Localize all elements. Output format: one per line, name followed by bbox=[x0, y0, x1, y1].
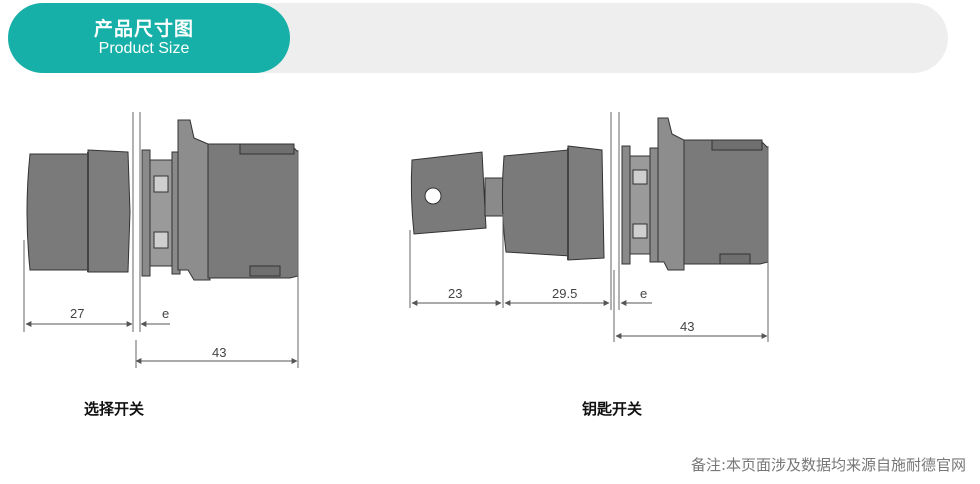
dimension-label: e bbox=[162, 306, 169, 321]
diagram-caption-key-switch: 钥匙开关 bbox=[582, 400, 643, 418]
dimension-label: 29.5 bbox=[552, 286, 577, 301]
dimension-label: 23 bbox=[448, 286, 462, 301]
dimension-label: 43 bbox=[680, 319, 694, 334]
key-switch-dimensions bbox=[411, 300, 768, 339]
selector-switch-drawing bbox=[23, 112, 299, 368]
selector-switch-dimensions bbox=[25, 321, 298, 368]
dimension-label: 27 bbox=[70, 306, 84, 321]
dimension-label: 43 bbox=[212, 345, 226, 360]
section-subtitle: Product Size bbox=[98, 40, 190, 57]
dimension-label: e bbox=[640, 286, 647, 301]
section-title-pill: 产品尺寸图 Product Size bbox=[8, 3, 290, 73]
key-switch-drawing bbox=[409, 112, 769, 342]
diagram-caption-selector-switch: 选择开关 bbox=[84, 400, 145, 418]
source-note: 备注:本页面涉及数据均来源自施耐德官网 bbox=[690, 456, 966, 474]
section-title: 产品尺寸图 bbox=[93, 18, 194, 40]
